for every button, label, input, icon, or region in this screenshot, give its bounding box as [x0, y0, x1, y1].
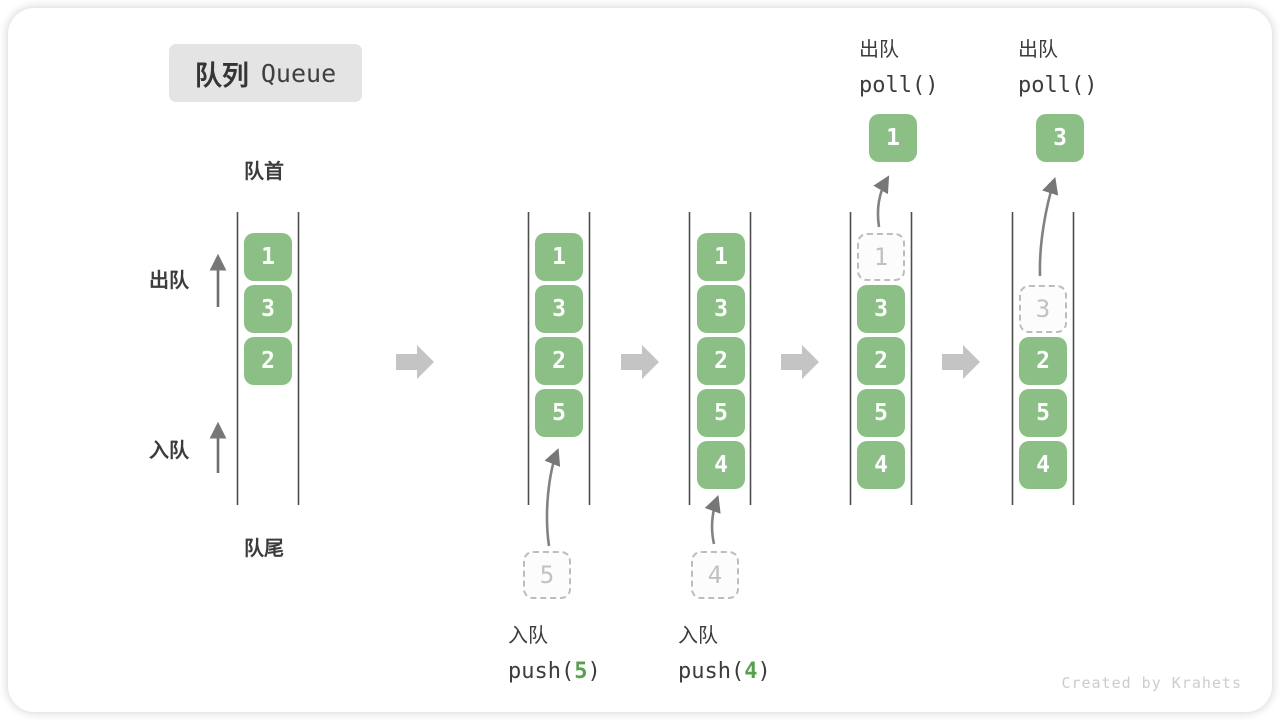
- queue-item: 5: [535, 389, 583, 437]
- title-en: Queue: [260, 58, 337, 88]
- queue-item: 5: [697, 389, 745, 437]
- queue-item: 3: [857, 285, 905, 333]
- op-name: 入队: [508, 623, 548, 647]
- code-arg: 4: [744, 659, 758, 684]
- queue-item: 5: [857, 389, 905, 437]
- watermark: Created by Krahets: [1061, 674, 1242, 692]
- op-name: 出队: [1018, 37, 1058, 61]
- dequeue-side-label: 出队: [149, 268, 189, 292]
- queue-item: 3: [244, 285, 292, 333]
- queue-item: 2: [1019, 337, 1067, 385]
- op-name: 出队: [859, 37, 899, 61]
- queue-item-ghost: 5: [523, 551, 571, 599]
- code-text: push(: [508, 659, 575, 684]
- queue-item: 2: [244, 337, 292, 385]
- op-code: poll(): [1018, 73, 1098, 98]
- queue-item: 3: [535, 285, 583, 333]
- queue-item: 2: [857, 337, 905, 385]
- enqueue-op-label: 入队 push(5): [508, 619, 601, 684]
- queue-item: 1: [244, 233, 292, 281]
- queue-item: 4: [697, 441, 745, 489]
- queue-rear-label: 队尾: [244, 536, 284, 560]
- popped-item: 3: [1036, 114, 1084, 162]
- dequeue-op-label: 出队 poll(): [1018, 33, 1097, 98]
- queue-item: 3: [697, 285, 745, 333]
- queue-item: 1: [535, 233, 583, 281]
- figure-card: [8, 8, 1272, 712]
- queue-item: 2: [697, 337, 745, 385]
- queue-item-ghost: 4: [691, 551, 739, 599]
- queue-item: 4: [1019, 441, 1067, 489]
- code-arg: 5: [574, 659, 588, 684]
- popped-item: 1: [869, 114, 917, 162]
- enqueue-op-label: 入队 push(4): [678, 619, 771, 684]
- title-zh: 队列: [194, 60, 249, 92]
- queue-item-ghost: 1: [857, 233, 905, 281]
- queue-item-ghost: 3: [1019, 285, 1067, 333]
- queue-item: 2: [535, 337, 583, 385]
- dequeue-op-label: 出队 poll(): [859, 33, 938, 98]
- op-name: 入队: [678, 623, 718, 647]
- queue-item: 1: [697, 233, 745, 281]
- op-code: poll(): [859, 73, 939, 98]
- queue-front-label: 队首: [244, 159, 284, 183]
- title-badge: 队列 Queue: [169, 44, 362, 102]
- code-text: push(: [678, 659, 745, 684]
- queue-item: 4: [857, 441, 905, 489]
- op-code: push(5): [508, 659, 601, 684]
- enqueue-side-label: 入队: [149, 438, 189, 462]
- queue-item: 5: [1019, 389, 1067, 437]
- code-text: ): [587, 659, 601, 684]
- op-code: push(4): [678, 659, 771, 684]
- code-text: ): [757, 659, 771, 684]
